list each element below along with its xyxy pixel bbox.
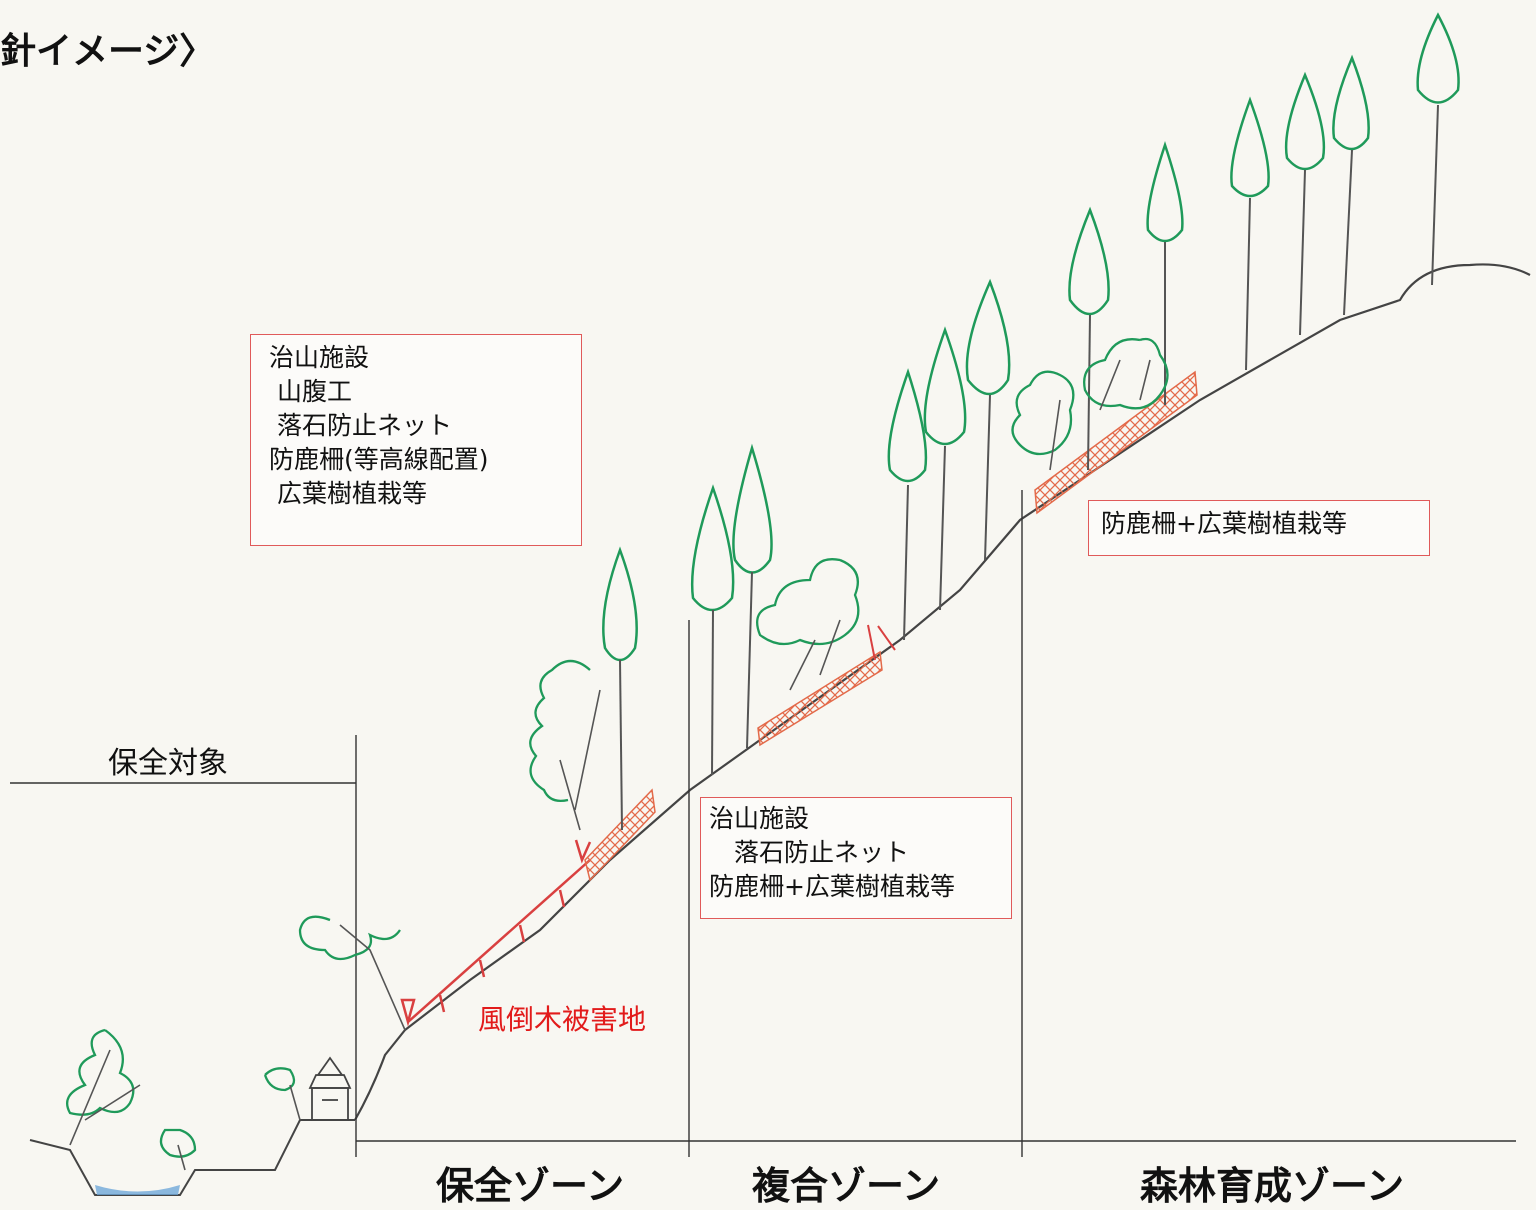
house-icon xyxy=(308,1056,352,1121)
page-heading: 針イメージ〉 xyxy=(0,31,216,72)
conifer-tree xyxy=(602,546,638,831)
broadleaf-trees xyxy=(66,337,1169,1171)
shinrin-measures-box: 防鹿柵+広葉樹植栽等 xyxy=(1088,500,1430,556)
protected-target-label: 保全対象 xyxy=(108,746,228,781)
broadleaf-tree xyxy=(263,1067,301,1121)
conifer-tree xyxy=(1416,12,1460,286)
broadleaf-tree xyxy=(529,659,601,831)
conifer-tree xyxy=(887,368,928,641)
box-line: 落石防止ネット xyxy=(269,411,452,440)
conifer-tree xyxy=(732,443,773,749)
deer-fence-1 xyxy=(584,788,656,882)
zone-boundaries xyxy=(10,490,1516,1157)
box-line: 治山施設 xyxy=(709,804,810,833)
slope-line xyxy=(354,263,1531,1121)
broadleaf-tree xyxy=(1011,370,1075,471)
conifer-tree xyxy=(965,278,1011,561)
zone-label-fukugo: 複合ゾーン xyxy=(752,1164,941,1208)
fukugo-measures-box: 治山施設 落石防止ネット 防鹿柵+広葉樹植栽等 xyxy=(700,797,1012,919)
broadleaf-tree xyxy=(298,915,406,1031)
zone-label-shinrin: 森林育成ゾーン xyxy=(1140,1164,1405,1208)
conifer-tree xyxy=(1230,96,1270,371)
windthrow-damage-label: 風倒木被害地 xyxy=(478,1003,647,1036)
conifer-tree xyxy=(1146,141,1184,405)
box-line: 落石防止ネット xyxy=(709,838,910,867)
broadleaf-tree xyxy=(159,1128,197,1171)
broadleaf-tree xyxy=(1083,337,1169,411)
conifer-tree xyxy=(690,484,735,776)
broadleaf-tree xyxy=(756,558,860,691)
conifer-tree xyxy=(1068,206,1110,471)
box-line: 防鹿柵(等高線配置) xyxy=(269,445,489,474)
box-line: 広葉樹植栽等 xyxy=(269,479,427,508)
stream-water xyxy=(95,1185,180,1195)
deer-fence-2 xyxy=(757,624,896,747)
conifer-trees xyxy=(602,12,1460,831)
box-line: 防鹿柵+広葉樹植栽等 xyxy=(709,872,955,901)
zone-label-hozen: 保全ゾーン xyxy=(436,1164,625,1208)
valley-ground xyxy=(29,1119,355,1196)
conifer-tree xyxy=(923,326,967,611)
box-line: 治山施設 xyxy=(269,343,370,372)
hozen-measures-box: 治山施設 山腹工 落石防止ネット 防鹿柵(等高線配置) 広葉樹植栽等 xyxy=(250,334,582,546)
broadleaf-tree xyxy=(66,1028,141,1146)
box-line: 防鹿柵+広葉樹植栽等 xyxy=(1101,509,1347,538)
conifer-tree xyxy=(1284,71,1326,336)
conifer-tree xyxy=(1332,54,1370,316)
rockfall-net xyxy=(400,839,592,1027)
deer-fence-3 xyxy=(1034,370,1198,515)
box-line: 山腹工 xyxy=(269,377,352,406)
